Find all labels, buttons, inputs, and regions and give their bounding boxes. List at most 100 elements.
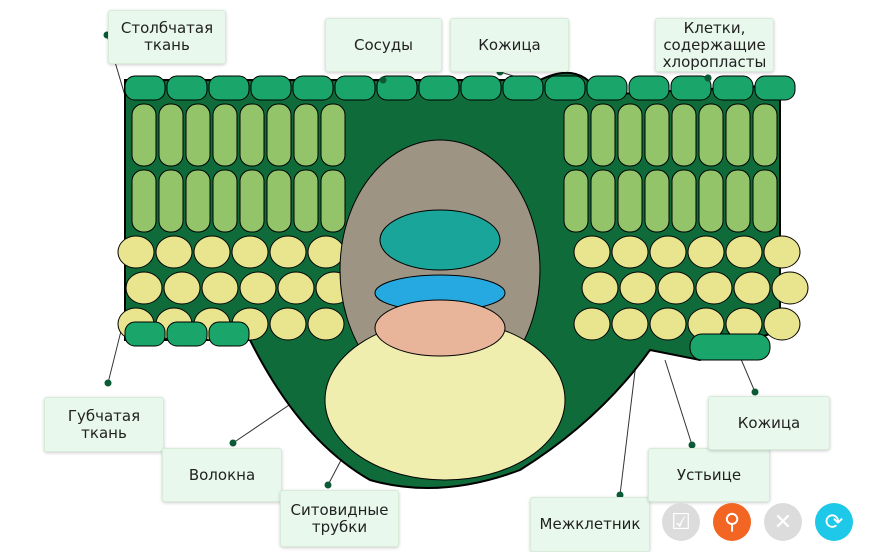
keyhole-icon: ⚲ <box>723 509 741 535</box>
epidermis-cell <box>754 75 796 101</box>
palisade-cell <box>131 169 157 233</box>
palisade-cell <box>644 103 670 167</box>
label-sieve-tubes[interactable]: Ситовидные трубки <box>280 490 399 547</box>
label-epidermis-bottom[interactable]: Кожица <box>708 396 830 450</box>
palisade-cell <box>752 103 778 167</box>
vessels-area <box>379 209 501 271</box>
label-intercellular-space[interactable]: Межклетник <box>530 497 650 552</box>
label-stoma[interactable]: Устьице <box>648 448 770 502</box>
label-palisade-tissue[interactable]: Столбчатая ткань <box>108 10 226 64</box>
label-chloroplast-cells[interactable]: Клетки, содержащие хлоропласты <box>655 18 774 72</box>
palisade-cell <box>725 103 751 167</box>
epidermis-cell <box>208 321 250 347</box>
spongy-cell <box>581 271 619 305</box>
palisade-cell <box>212 169 238 233</box>
sieve-tubes-area <box>374 299 506 357</box>
hint-button[interactable]: ⚲ <box>713 503 751 541</box>
palisade-cell <box>320 169 346 233</box>
spongy-cell <box>231 235 269 269</box>
spongy-cell <box>117 235 155 269</box>
spongy-cell <box>125 271 163 305</box>
epidermis-cell <box>670 75 712 101</box>
epidermis-cell <box>376 75 418 101</box>
spongy-cell <box>687 235 725 269</box>
spongy-cell <box>193 235 231 269</box>
anchor-dot <box>616 491 624 499</box>
palisade-cell <box>698 103 724 167</box>
palisade-cell <box>158 103 184 167</box>
palisade-cell <box>266 169 292 233</box>
spongy-cell <box>763 235 801 269</box>
palisade-cell <box>239 169 265 233</box>
reset-button[interactable]: ✕ <box>764 503 802 541</box>
epidermis-cell <box>712 75 754 101</box>
palisade-cell <box>644 169 670 233</box>
epidermis-cell <box>418 75 460 101</box>
palisade-cell <box>617 169 643 233</box>
spongy-cell <box>725 235 763 269</box>
spongy-cell <box>201 271 239 305</box>
spongy-cell <box>155 235 193 269</box>
epidermis-cell <box>166 75 208 101</box>
label-spongy-tissue[interactable]: Губчатая ткань <box>44 397 164 452</box>
spongy-cell <box>269 307 307 341</box>
spongy-cell <box>657 271 695 305</box>
spongy-cell <box>771 271 809 305</box>
spongy-cell <box>277 271 315 305</box>
anchor-dot <box>751 388 759 396</box>
palisade-cell <box>131 103 157 167</box>
check-icon: ☑ <box>671 509 691 535</box>
epidermis-cell <box>460 75 502 101</box>
spongy-cell <box>611 307 649 341</box>
palisade-cell <box>671 169 697 233</box>
palisade-cell <box>725 169 751 233</box>
palisade-cell <box>293 169 319 233</box>
epidermis-cell <box>292 75 334 101</box>
palisade-cell <box>239 103 265 167</box>
anchor-dot <box>324 481 332 489</box>
palisade-cell <box>590 169 616 233</box>
spongy-cell <box>163 271 201 305</box>
refresh-icon: ⟳ <box>824 509 844 535</box>
spongy-cell <box>619 271 657 305</box>
epidermis-cell <box>124 321 166 347</box>
spongy-cell <box>239 271 277 305</box>
label-vessels[interactable]: Сосуды <box>325 18 442 72</box>
spongy-cell <box>611 235 649 269</box>
anchor-dot <box>379 76 387 84</box>
epidermis-cell <box>586 75 628 101</box>
spongy-cell <box>573 235 611 269</box>
epidermis-cell <box>544 75 586 101</box>
epidermis-cell <box>166 321 208 347</box>
palisade-cell <box>617 103 643 167</box>
palisade-cell <box>671 103 697 167</box>
palisade-cell <box>266 103 292 167</box>
anchor-dot <box>688 441 696 449</box>
retry-button[interactable]: ⟳ <box>815 503 853 541</box>
spongy-cell <box>649 307 687 341</box>
spongy-cell <box>695 271 733 305</box>
palisade-cell <box>158 169 184 233</box>
guard-cell <box>689 333 771 361</box>
label-fibers[interactable]: Волокна <box>162 448 282 502</box>
leader-line <box>664 359 693 446</box>
spongy-cell <box>269 235 307 269</box>
spongy-cell <box>763 307 801 341</box>
epidermis-cell <box>250 75 292 101</box>
palisade-cell <box>185 103 211 167</box>
check-button[interactable]: ☑ <box>662 503 700 541</box>
palisade-cell <box>752 169 778 233</box>
epidermis-cell <box>208 75 250 101</box>
epidermis-cell <box>334 75 376 101</box>
epidermis-cell <box>124 75 166 101</box>
label-epidermis-top[interactable]: Кожица <box>450 18 569 72</box>
epidermis-cell <box>502 75 544 101</box>
anchor-dot <box>704 74 712 82</box>
palisade-cell <box>212 103 238 167</box>
spongy-cell <box>573 307 611 341</box>
palisade-cell <box>320 103 346 167</box>
palisade-cell <box>293 103 319 167</box>
anchor-dot <box>229 439 237 447</box>
palisade-cell <box>563 103 589 167</box>
